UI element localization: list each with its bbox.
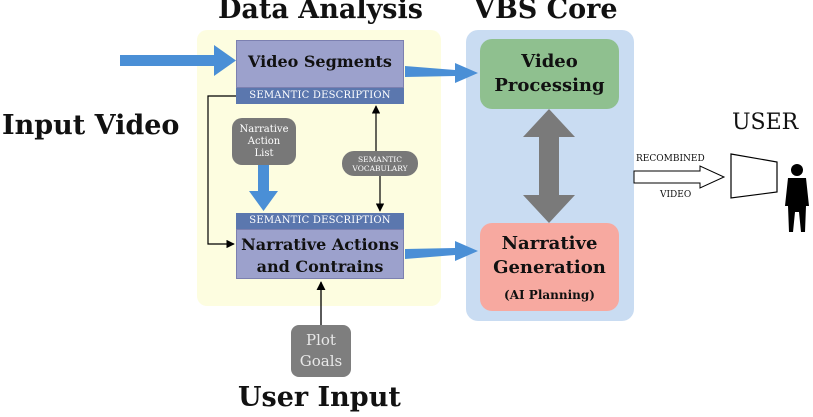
narrative-actions-line2: and Contrains (256, 257, 384, 276)
user-silhouette-icon (785, 164, 809, 232)
narrative-generation-line2: Generation (493, 257, 606, 278)
video-segments-label: Video Segments (248, 52, 392, 71)
sv-line-1: SEMANTIC (358, 154, 402, 164)
video-processing-box: Video Processing (480, 39, 619, 109)
nal-line-2: Action (247, 135, 281, 147)
recombined-video-arrow (633, 165, 726, 189)
video-processing-line2: Processing (494, 75, 605, 96)
input-video-arrow (120, 45, 236, 76)
nal-line-3: List (254, 147, 274, 159)
plot-goals-line1: Plot (306, 331, 336, 349)
video-processing-line1: Video (521, 51, 578, 72)
narrative-actions-line1: Narrative Actions (241, 235, 399, 254)
recombined-label: RECOMBINED (636, 154, 705, 164)
video-segments-box: Video Segments (236, 40, 404, 88)
vbs-core-title: VBS Core (474, 0, 618, 25)
semantic-description-bar-bottom: SEMANTIC DESCRIPTION (236, 213, 404, 229)
semantic-vocabulary-pill: SEMANTIC VOCABULARY (342, 151, 418, 176)
narrative-generation-line1: Narrative (501, 233, 598, 254)
data-analysis-title: Data Analysis (218, 0, 423, 25)
semantic-vocabulary-connector (371, 105, 385, 212)
semantic-loop-line (207, 95, 236, 249)
segments-to-processing-arrow (405, 63, 478, 83)
narrative-generation-box: Narrative Generation (AI Planning) (480, 223, 619, 311)
action-list-down-arrow (249, 165, 278, 211)
ai-planning-label: (AI Planning) (504, 288, 595, 302)
plot-goals-box: Plot Goals (291, 325, 351, 377)
actions-to-generation-arrow (405, 241, 478, 261)
user-input-title: User Input (238, 382, 401, 413)
nal-line-1: Narrative (239, 123, 289, 135)
narrative-actions-box: Narrative Actions and Contrains (236, 229, 404, 279)
plot-goals-line2: Goals (299, 352, 343, 370)
screen-icon (730, 153, 778, 199)
semantic-description-bar-top: SEMANTIC DESCRIPTION (236, 88, 404, 104)
user-title: USER (732, 110, 799, 135)
processing-generation-double-arrow (523, 109, 575, 223)
video-label: VIDEO (660, 190, 692, 200)
sv-line-2: VOCABULARY (352, 163, 408, 173)
narrative-action-list-pill: Narrative Action List (232, 118, 296, 165)
input-video-title: Input Video (2, 110, 180, 141)
